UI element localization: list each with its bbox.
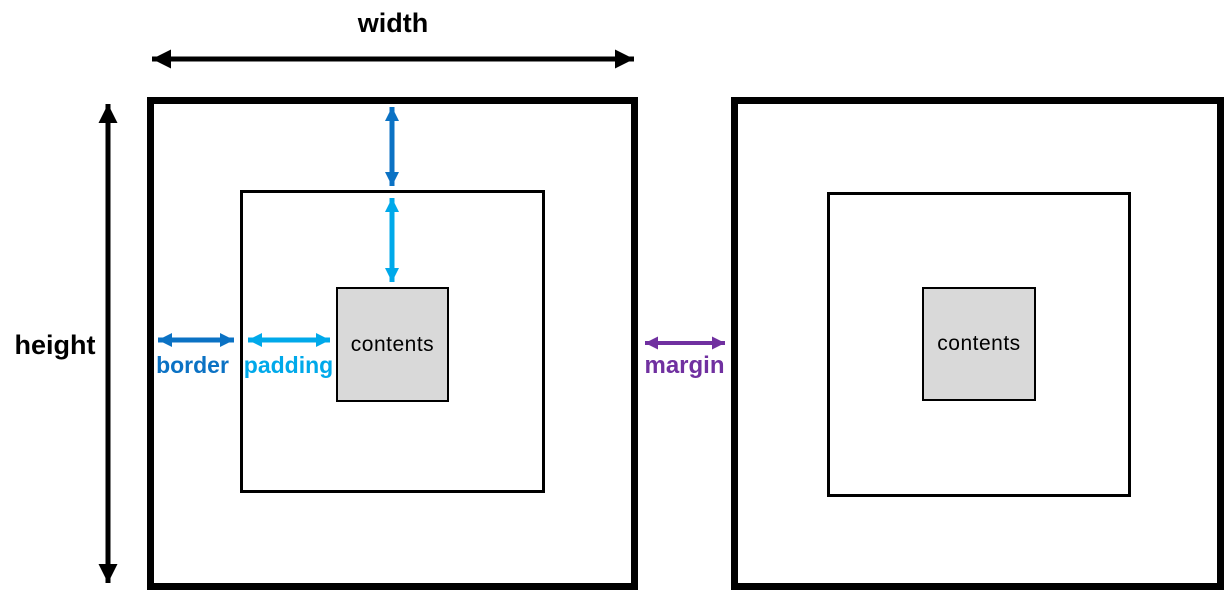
width-label: width [357, 8, 429, 38]
right-contents-label: contents [937, 332, 1021, 355]
left-contents-label: contents [350, 332, 435, 356]
border-label: border [156, 352, 229, 378]
right-contents-box: contents [922, 287, 1036, 401]
margin-label: margin [644, 352, 725, 379]
height-label: height [14, 330, 96, 360]
padding-label: padding [243, 352, 334, 378]
left-contents-box: contents [336, 287, 449, 402]
